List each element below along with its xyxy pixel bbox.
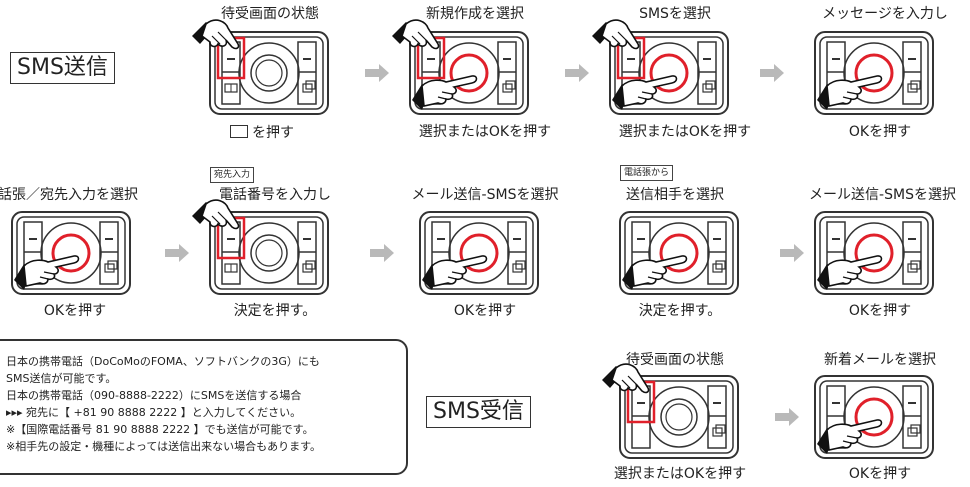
section-sms-receive-label: SMS受信 xyxy=(426,396,531,428)
right-arrow-icon xyxy=(365,64,389,82)
hand-pointer-icon xyxy=(817,255,883,290)
step-action: 決定を押す。 xyxy=(638,303,722,319)
right-arrow-icon xyxy=(165,244,189,262)
hand-pointer-icon xyxy=(422,255,488,290)
step-action: 選択またはOKを押す xyxy=(418,124,552,140)
envelope-icon xyxy=(230,125,248,138)
hand-pointer-icon xyxy=(612,75,678,110)
note-line: ※相手先の設定・機種によっては送信出来ない場合もあります。 xyxy=(6,440,322,453)
step-title: 電話番号を入力し xyxy=(219,187,331,203)
section-sms-send-label: SMS送信 xyxy=(10,52,115,84)
step-title: メール送信-SMSを選択 xyxy=(809,187,956,203)
hand-pointer-icon xyxy=(817,75,883,110)
right-arrow-icon xyxy=(775,408,799,426)
step-title: 待受画面の状態 xyxy=(626,352,724,368)
note-line: ▸▸▸ 宛先に【 +81 90 8888 2222 】と入力してください。 xyxy=(6,406,302,419)
hand-pointer-icon xyxy=(817,419,883,454)
step-tag: 宛先入力 xyxy=(210,167,255,183)
right-arrow-icon xyxy=(780,244,804,262)
step-action: 決定を押す。 xyxy=(233,303,317,319)
right-arrow-icon xyxy=(565,64,589,82)
step-title: 待受画面の状態 xyxy=(221,6,319,22)
step-title: SMSを選択 xyxy=(639,6,711,22)
step-title: メッセージを入力し xyxy=(822,6,948,22)
step-title: 新着メールを選択 xyxy=(824,352,936,368)
step-title: 送信相手を選択 xyxy=(626,187,724,203)
hand-pointer-icon xyxy=(14,255,80,290)
hand-pointer-icon xyxy=(622,255,688,290)
step-action: OKを押す xyxy=(848,303,912,319)
right-arrow-icon xyxy=(760,64,784,82)
hand-pointer-icon xyxy=(192,19,240,50)
step-title: 話張／宛先入力を選択 xyxy=(0,187,138,203)
note-line: 日本の携帯電話（090-8888-2222）にSMSを送信する場合 xyxy=(6,389,302,402)
note-line: ※【国際電話番号 81 90 8888 2222 】でも送信が可能です。 xyxy=(6,423,314,436)
step-action: 選択またはOKを押す xyxy=(618,124,752,140)
step-tag: 電話張から xyxy=(620,165,674,181)
note-line: 日本の携帯電話（DoCoMoのFOMA、ソフトバンクの3G）にも xyxy=(6,355,320,368)
step-action: OKを押す xyxy=(453,303,517,319)
step-action: OKを押す xyxy=(848,124,912,140)
step-action: を押す xyxy=(230,124,330,141)
hand-pointer-icon xyxy=(392,19,440,50)
phone-keypad-icon xyxy=(209,211,329,295)
hand-pointer-icon xyxy=(602,363,650,394)
note-line: SMS送信が可能です。 xyxy=(6,372,117,385)
step-action: 選択またはOKを押す xyxy=(613,466,747,482)
hand-pointer-icon xyxy=(592,19,640,50)
hand-pointer-icon xyxy=(412,75,478,110)
phone-keypad-icon xyxy=(209,31,329,115)
step-action-text: を押す xyxy=(252,125,294,141)
step-action: OKを押す xyxy=(43,303,107,319)
step-title: メール送信-SMSを選択 xyxy=(411,187,559,203)
phone-keypad-icon xyxy=(619,375,739,459)
step-action: OKを押す xyxy=(848,466,912,482)
international-sms-note: 日本の携帯電話（DoCoMoのFOMA、ソフトバンクの3G）にも SMS送信が可… xyxy=(0,339,408,475)
hand-pointer-icon xyxy=(192,199,240,230)
step-title: 新規作成を選択 xyxy=(426,6,524,22)
right-arrow-icon xyxy=(370,244,394,262)
